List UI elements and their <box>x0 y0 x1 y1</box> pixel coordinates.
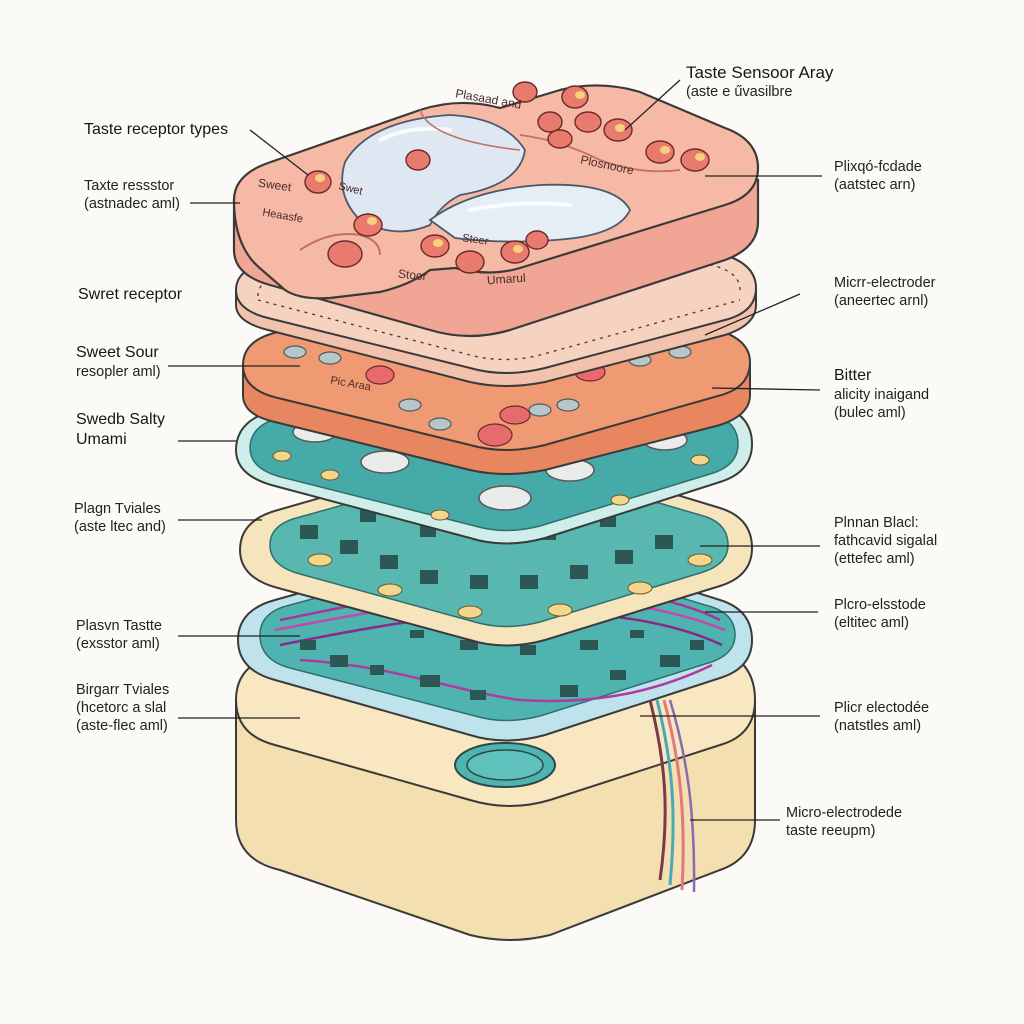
right-label-3-line1: Bitter <box>834 367 872 384</box>
right-label-1: Plixqó-fcdade (aatstec arn) <box>834 158 922 194</box>
right-label-7: Micro-electrodede taste reeupm) <box>786 804 902 840</box>
right-label-5: Plcro-elsstode (eltitec aml) <box>834 596 926 632</box>
right-label-4-line1: Plnnan Blacl: <box>834 515 919 531</box>
left-label-6-line2: (aste ltec and) <box>74 519 166 536</box>
right-label-4: Plnnan Blacl: fathcavid sigalal (ettefec… <box>834 514 937 568</box>
right-label-6-line2: (natstles aml) <box>834 718 922 735</box>
left-label-3-line1: Swret receptor <box>78 286 183 303</box>
left-label-2-line1: Taxte ressstor <box>84 178 175 194</box>
right-label-5-line1: Plcro-elsstode <box>834 597 926 613</box>
diagram-title-text: Taste Sensoor Aray <box>686 63 834 82</box>
left-label-7-line2: (exsstor aml) <box>76 636 160 653</box>
left-label-6: Plagn Tviales (aste ltec and) <box>74 500 166 536</box>
right-label-1-line2: (aatstec arn) <box>834 177 916 194</box>
right-label-2-line1: Micrr-electroder <box>834 275 936 291</box>
left-label-4-line2: resopler aml) <box>76 364 161 380</box>
left-label-7: Plasvn Tastte (exsstor aml) <box>76 617 162 653</box>
left-label-2: Taxte ressstor (astnadec aml) <box>84 177 180 213</box>
right-label-2-line2: (aneertec arnl) <box>834 293 929 310</box>
taste-sensor-top-layer <box>232 81 760 338</box>
leader-lines <box>168 79 822 821</box>
right-label-7-line2: taste reeupm) <box>786 823 876 840</box>
left-label-4: Sweet Sour resopler aml) <box>76 343 161 381</box>
output-cable <box>648 699 696 893</box>
right-label-2: Micrr-electroder (aneertec arnl) <box>834 274 936 310</box>
right-label-6-line1: Plicr electodée <box>834 700 930 716</box>
right-label-5-line2: (eltitec aml) <box>834 615 909 632</box>
left-label-8-line3: (aste-flec aml) <box>76 718 168 735</box>
right-label-3-line2: alicity inaigand <box>834 387 930 403</box>
diagram-subtitle-text: (aste e űvasilbre <box>686 84 793 101</box>
right-label-4-line2: fathcavid sigalal <box>834 533 938 550</box>
left-label-1-line1: Taste receptor types <box>84 121 229 138</box>
left-label-5-line1: Swedb Salty <box>76 411 165 428</box>
right-label-3-line3: (bulec aml) <box>834 405 906 422</box>
left-label-1: Taste receptor types <box>84 120 228 140</box>
left-label-2-line2: (astnadec aml) <box>84 196 180 213</box>
top-label-h: Umarul <box>486 270 527 288</box>
left-label-7-line1: Plasvn Tastte <box>76 618 162 634</box>
right-label-7-line1: Micro-electrodede <box>786 805 903 821</box>
left-label-5: Swedb Salty Umami <box>76 410 165 450</box>
right-label-6: Plicr electodée (natstles aml) <box>834 699 929 735</box>
left-label-8-line1: Birgarr Tviales <box>76 682 170 698</box>
top-label-g: Stoor <box>397 266 428 284</box>
left-label-8: Birgarr Tviales (hcetorc a slal (aste-fl… <box>76 681 169 735</box>
left-label-3: Swret receptor <box>78 285 182 305</box>
left-label-8-line2: (hcetorc a slal <box>76 700 167 717</box>
left-label-5-line2: Umami <box>76 431 127 448</box>
left-label-4-line1: Sweet Sour <box>76 344 159 361</box>
diagram-title: Taste Sensoor Aray (aste e űvasilbre <box>686 62 833 101</box>
right-label-1-line1: Plixqó-fcdade <box>834 159 922 175</box>
right-label-3: Bitter alicity inaigand (bulec aml) <box>834 366 929 422</box>
right-label-4-line3: (ettefec aml) <box>834 551 915 568</box>
left-label-6-line1: Plagn Tviales <box>74 501 161 517</box>
